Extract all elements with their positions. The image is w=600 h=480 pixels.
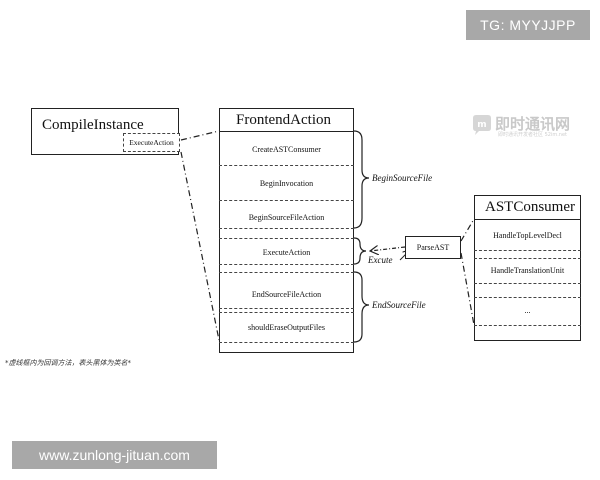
ast-sep-2: [474, 258, 581, 259]
group-label-begin: BeginSourceFile: [372, 173, 433, 183]
watermark-top: TG: MYYJJPP: [466, 10, 590, 40]
ast-consumer-title: ASTConsumer: [485, 199, 575, 215]
frontend-sep-4: [219, 238, 354, 239]
line-parseast-to-astconsumer-bottom: [460, 252, 475, 326]
compile-instance-method-box: [123, 133, 180, 152]
brace-execute: [353, 237, 367, 265]
ast-method-ellipsis: ...: [524, 306, 531, 315]
line-parseast-to-astconsumer-top: [460, 218, 475, 242]
im-logo-icon: m: [473, 115, 491, 135]
footnote: *虚线框内为回调方法，表头黑体为类名*: [5, 359, 131, 367]
group-label-end: EndSourceFile: [372, 300, 426, 310]
frontend-header-divider: [219, 131, 354, 132]
ast-sep-1: [474, 250, 581, 251]
frontend-action-title: FrontendAction: [236, 112, 331, 128]
ast-sep-4: [474, 297, 581, 298]
svg-text:m: m: [477, 120, 486, 130]
frontend-method-begin-invocation: BeginInvocation: [259, 179, 314, 188]
watermark-top-text: TG: MYYJJPP: [480, 17, 576, 33]
arrow-parseast-to-execute: [370, 247, 406, 251]
compile-instance-method: ExecuteAction: [129, 138, 174, 147]
brace-begin: [353, 130, 370, 229]
frontend-method-create-ast-consumer: CreateASTConsumer: [252, 145, 321, 154]
parse-ast-box: [405, 236, 461, 259]
ast-sep-5: [474, 325, 581, 326]
frontend-method-should-erase-output-files: shouldEraseOutputFiles: [248, 323, 325, 332]
brace-end: [353, 271, 370, 343]
ast-header-divider: [474, 219, 581, 220]
frontend-sep-2: [219, 200, 354, 201]
group-label-execute: Excute: [368, 255, 393, 265]
ast-method-handle-translation-unit: HandleTranslationUnit: [490, 266, 565, 275]
frontend-sep-3: [219, 228, 354, 229]
line-compile-to-frontend-bottom: [180, 151, 220, 341]
frontend-sep-5: [219, 264, 354, 265]
line-compile-to-frontend-top: [180, 130, 220, 141]
frontend-method-end-source-file-action: EndSourceFileAction: [251, 290, 322, 299]
frontend-sep-9: [219, 342, 354, 343]
watermark-bottom: www.zunlong-jituan.com: [12, 441, 217, 469]
frontend-sep-8: [219, 312, 354, 313]
frontend-sep-6: [219, 272, 354, 273]
ast-sep-3: [474, 283, 581, 284]
frontend-sep-1: [219, 165, 354, 166]
ast-method-handle-top-level-decl: HandleTopLevelDecl: [493, 231, 562, 240]
watermark-bottom-text: www.zunlong-jituan.com: [39, 447, 190, 463]
compile-instance-title: CompileInstance: [42, 117, 144, 133]
parse-ast-label: ParseAST: [416, 243, 450, 252]
logo-text: 即时通讯网: [495, 115, 571, 133]
logo-subtext: 即时通讯开发者社区 52im.net: [498, 132, 568, 138]
frontend-sep-7: [219, 308, 354, 309]
frontend-method-execute-action: ExecuteAction: [262, 248, 311, 257]
frontend-method-begin-source-file-action: BeginSourceFileAction: [248, 213, 325, 222]
